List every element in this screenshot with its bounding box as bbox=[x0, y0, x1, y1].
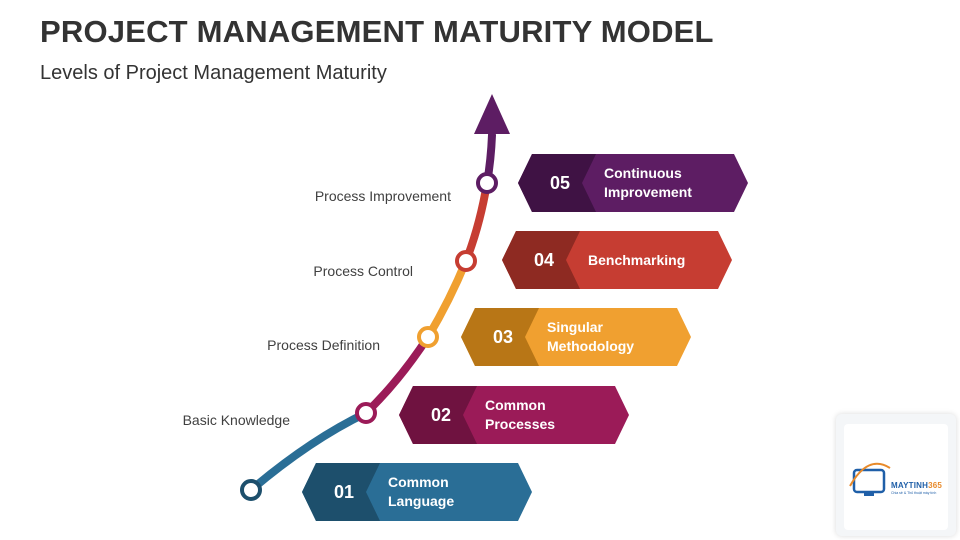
stage-banner-02: 02 Common Processes bbox=[399, 386, 629, 444]
logo-wordmark: MAYTINH365 bbox=[891, 481, 943, 490]
banner-03-badge bbox=[461, 308, 539, 366]
banner-02-badge bbox=[399, 386, 477, 444]
stage-banner-01: 01 Common Language bbox=[302, 463, 532, 521]
banner-05-badge bbox=[518, 154, 596, 212]
stage-number: 01 bbox=[333, 481, 355, 502]
page-subtitle: Levels of Project Management Maturity bbox=[40, 62, 387, 84]
node-2 bbox=[355, 402, 377, 424]
side-label-process-control: Process Control bbox=[313, 263, 413, 279]
banner-01-badge bbox=[302, 463, 380, 521]
side-label-process-definition: Process Definition bbox=[267, 337, 380, 353]
watermark-logo: MAYTINH365 Chia sẻ & Thủ thuật máy tính bbox=[836, 414, 956, 536]
stage-title: Benchmarking bbox=[588, 251, 686, 268]
stage-number: 02 bbox=[430, 404, 452, 425]
stage-number: 05 bbox=[549, 172, 571, 193]
side-label-process-improvement: Process Improvement bbox=[314, 188, 451, 204]
logo-tagline: Chia sẻ & Thủ thuật máy tính bbox=[891, 491, 937, 495]
arrow-head bbox=[474, 94, 510, 134]
stage-title: Continuous Improvement bbox=[604, 165, 692, 200]
monitor-icon bbox=[849, 462, 891, 496]
node-3 bbox=[417, 326, 439, 348]
stage-title: Common Processes bbox=[485, 397, 556, 432]
page-title: PROJECT MANAGEMENT MATURITY MODEL bbox=[40, 14, 714, 49]
stage-banner-03: 03 Singular Methodology bbox=[461, 308, 691, 366]
side-label-basic-knowledge: Basic Knowledge bbox=[182, 412, 290, 428]
arrow-segment-4 bbox=[462, 179, 491, 265]
stage-title: Singular Methodology bbox=[547, 319, 635, 354]
stage-banner-04: 04 Benchmarking bbox=[502, 231, 732, 289]
stage-banner-05: 05 Continuous Improvement bbox=[518, 154, 748, 212]
stage-number: 03 bbox=[492, 326, 514, 347]
arrow-segment-1 bbox=[247, 409, 370, 494]
node-1 bbox=[240, 479, 262, 501]
logo-panel: MAYTINH365 Chia sẻ & Thủ thuật máy tính bbox=[844, 424, 948, 530]
node-5 bbox=[476, 172, 498, 194]
node-4 bbox=[455, 250, 477, 272]
stage-number: 04 bbox=[533, 249, 555, 270]
stage-title: Common Language bbox=[388, 474, 455, 509]
banner-04-badge bbox=[502, 231, 580, 289]
